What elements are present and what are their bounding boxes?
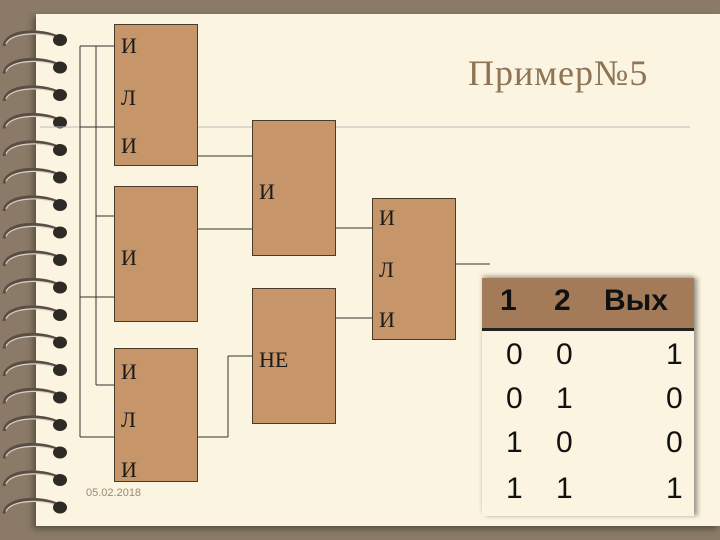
binding-ring (2, 497, 67, 514)
gate-label: Л (121, 85, 136, 110)
gate-label: И (121, 245, 137, 270)
and-gate-middle: И (252, 120, 336, 256)
table-cell: 1 (666, 472, 683, 505)
slide-title: Пример№5 (468, 53, 649, 93)
binding-ring (2, 250, 67, 267)
gate-label: И (379, 205, 395, 230)
not-gate: НЕ (252, 288, 336, 424)
binding-ring (2, 195, 67, 212)
table-cell: 0 (556, 426, 573, 459)
gate-label: Л (379, 257, 394, 282)
truth-table: 1 2 Вых 0 0 1 0 1 0 1 0 0 1 1 1 (482, 278, 694, 516)
binding-ring (2, 222, 67, 239)
gate-label: И (121, 359, 137, 384)
truth-table-header: 1 2 Вых (482, 278, 694, 331)
gate-label: И (379, 307, 395, 332)
table-cell: 0 (666, 382, 683, 415)
gate-label: Л (121, 407, 136, 432)
binding-ring (2, 470, 67, 487)
slide-date: 05.02.2018 (86, 487, 142, 499)
binding-ring (2, 387, 67, 404)
or-gate-output: И Л И (372, 198, 456, 340)
binding-ring (2, 442, 67, 459)
table-cell: 0 (506, 338, 523, 371)
header-input-2: 2 (554, 284, 571, 317)
gate-label: И (121, 133, 137, 158)
spiral-binding (2, 30, 67, 514)
or-gate-top: И Л И (114, 24, 198, 166)
and-gate-left: И (114, 186, 198, 322)
gate-label: И (121, 457, 137, 482)
gate-label: НЕ (259, 347, 289, 372)
table-cell: 0 (506, 382, 523, 415)
binding-ring (2, 167, 67, 184)
table-cell: 1 (666, 338, 683, 371)
binding-ring (2, 85, 67, 102)
binding-ring (2, 140, 67, 157)
binding-ring (2, 30, 67, 47)
table-cell: 1 (556, 382, 573, 415)
table-cell: 1 (506, 426, 523, 459)
or-gate-bottom: И Л И (114, 348, 198, 482)
table-cell: 1 (506, 472, 523, 505)
table-cell: 1 (556, 472, 573, 505)
binding-ring (2, 57, 67, 74)
table-cell: 0 (666, 426, 683, 459)
gate-label: И (259, 179, 275, 204)
gate-label: И (121, 33, 137, 58)
binding-ring (2, 112, 67, 129)
binding-ring (2, 415, 67, 432)
binding-ring (2, 332, 67, 349)
binding-ring (2, 305, 67, 322)
table-cell: 0 (556, 338, 573, 371)
binding-ring (2, 277, 67, 294)
binding-ring (2, 360, 67, 377)
header-output: Вых (604, 284, 668, 317)
header-input-1: 1 (500, 284, 517, 317)
